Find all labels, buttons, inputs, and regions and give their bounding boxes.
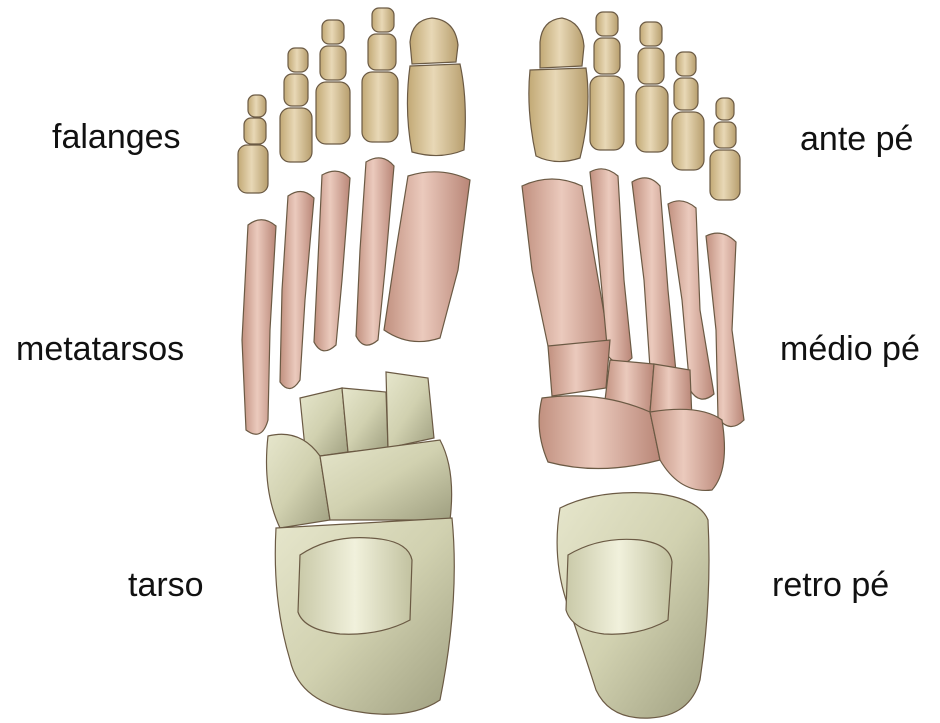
- right-talus: [566, 539, 672, 634]
- right-phalanges: [529, 12, 740, 200]
- label-midfoot: médio pé: [780, 330, 920, 369]
- label-tarsus: tarso: [128, 566, 204, 605]
- label-metatarsals: metatarsos: [16, 330, 184, 369]
- right-foot: [522, 12, 744, 718]
- left-phalanges: [238, 8, 465, 193]
- label-hindfoot: retro pé: [772, 566, 889, 605]
- left-foot: [238, 8, 470, 714]
- left-talus: [298, 538, 412, 635]
- label-forefoot: ante pé: [800, 120, 913, 159]
- label-phalanges: falanges: [52, 118, 181, 157]
